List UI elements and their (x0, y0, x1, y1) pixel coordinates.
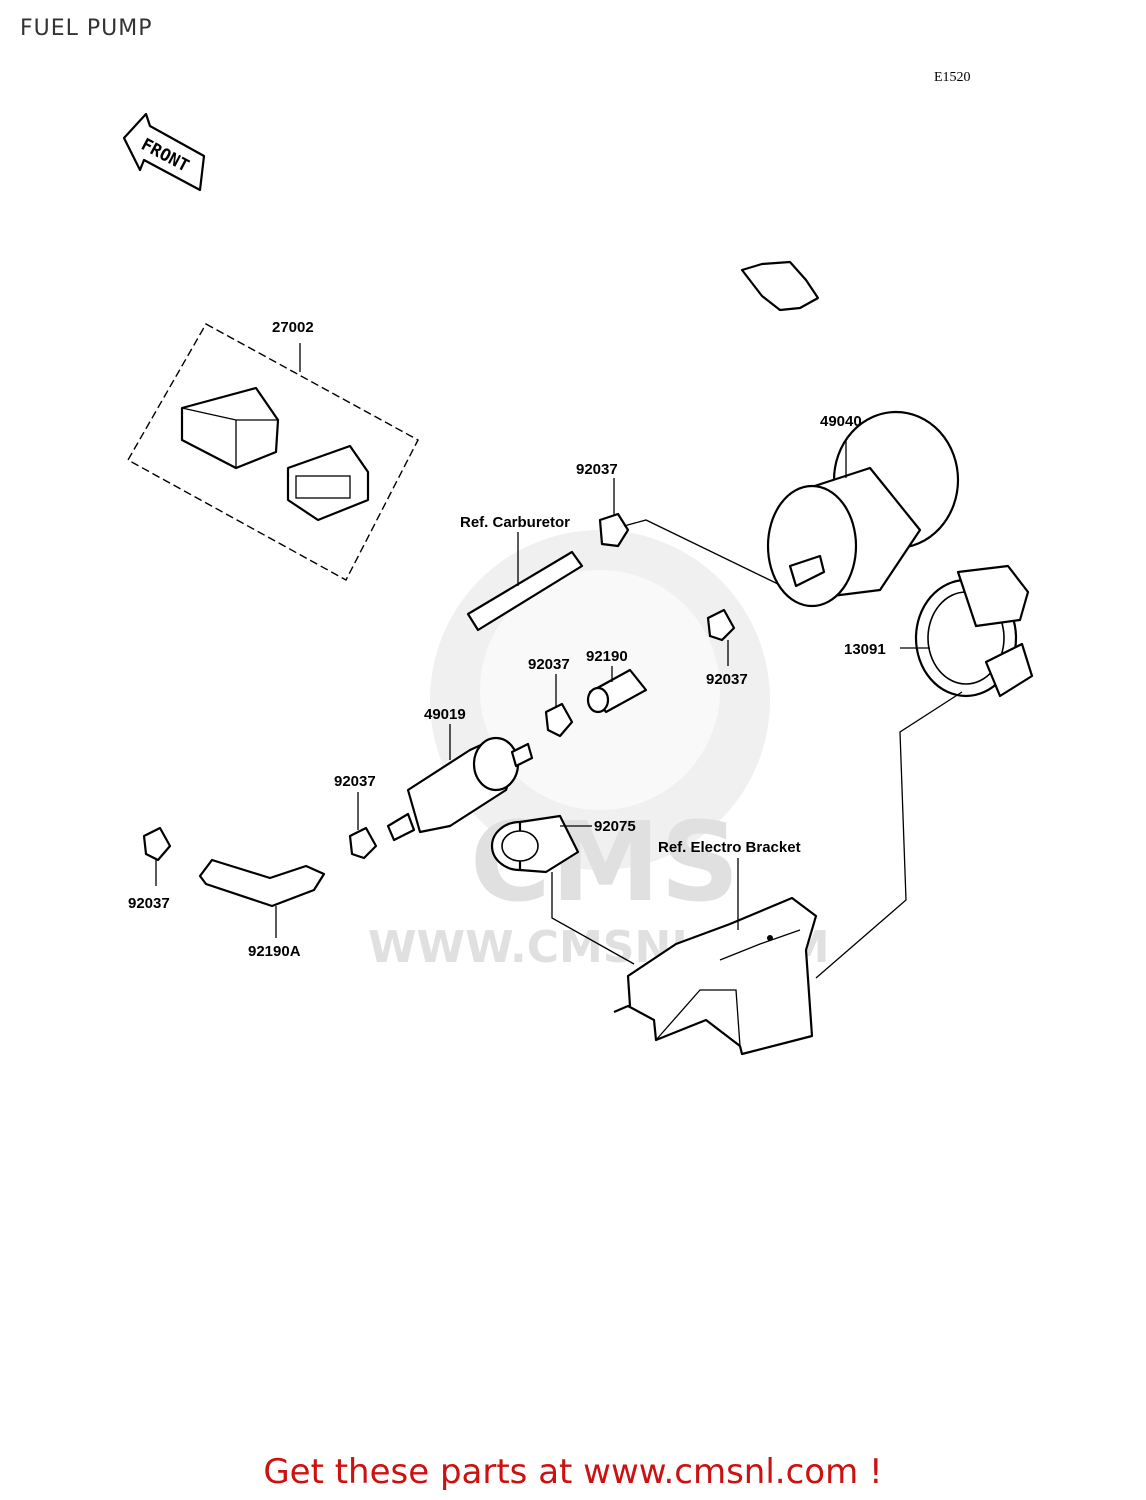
callout-92037-far-left: 92037 (128, 895, 170, 912)
clamp-92037-top (598, 478, 779, 585)
callout-92037-left: 92037 (334, 773, 376, 790)
ref-carburetor-label: Ref. Carburetor (460, 514, 570, 531)
hose-92190A (198, 858, 326, 938)
callout-92190A: 92190A (248, 943, 301, 960)
promo-link[interactable]: Get these parts at www.cmsnl.com ! (263, 1452, 883, 1492)
fuel-filter-49019 (386, 724, 534, 842)
clamp-92037-left (348, 792, 378, 860)
front-arrow-icon: FRONT (122, 112, 206, 192)
electro-bracket (613, 858, 818, 1056)
callout-13091: 13091 (844, 641, 886, 658)
callout-49040: 49040 (820, 413, 862, 430)
mount-92075 (490, 814, 635, 965)
clamp-92037-far-left (142, 826, 172, 886)
fuel-pump-49040 (740, 260, 972, 608)
clamp-92037-right (706, 608, 736, 666)
callout-92190: 92190 (586, 648, 628, 665)
callout-27002: 27002 (272, 319, 314, 336)
callout-92075: 92075 (594, 818, 636, 835)
ref-electro-bracket-label: Ref. Electro Bracket (658, 839, 801, 856)
watermark: CMS WWW.CMSNL.COM (368, 530, 830, 973)
page-title: FUEL PUMP (20, 16, 153, 41)
callout-92037-top: 92037 (576, 461, 618, 478)
band-13091 (815, 564, 1034, 979)
promo-banner[interactable]: Get these parts at www.cmsnl.com ! (0, 1452, 1146, 1492)
clamp-92037-mid (544, 674, 574, 738)
hose-92190 (586, 666, 648, 714)
parts-diagram: CMS WWW.CMSNL.COM FRONT 27002 49040 9203… (122, 112, 1034, 1056)
callout-92037-mid: 92037 (528, 656, 570, 673)
diagram-code: E1520 (934, 70, 971, 85)
callout-92037-right: 92037 (706, 671, 748, 688)
callout-49019: 49019 (424, 706, 466, 723)
relay-27002 (127, 323, 419, 581)
carburetor-line (466, 532, 584, 632)
